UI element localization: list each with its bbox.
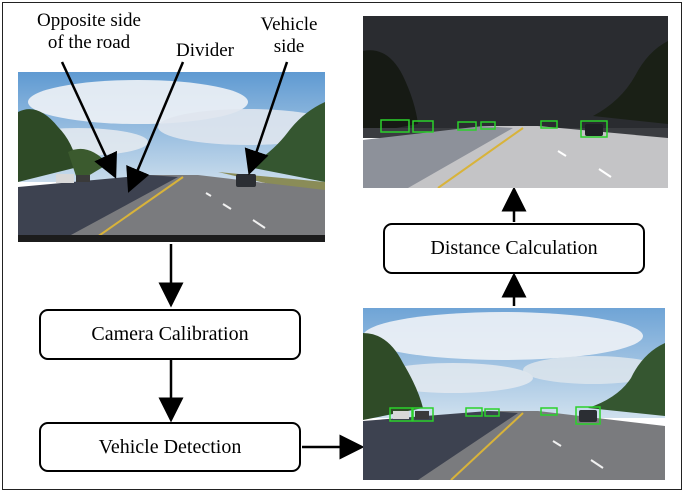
distance-calculation-box: Distance Calculation xyxy=(383,223,645,274)
arrow-vehicle-side xyxy=(244,61,289,176)
label-vehicle-side: Vehicle side xyxy=(244,14,334,58)
label-opposite-side-line1: Opposite side xyxy=(37,10,141,31)
road-photo-original xyxy=(18,72,325,242)
label-opposite-side: Opposite side of the road xyxy=(14,10,164,54)
road-photo-detection-scene xyxy=(363,308,665,480)
label-opposite-side-line2: of the road xyxy=(47,32,131,53)
road-photo-original-scene xyxy=(18,72,325,242)
label-vehicle-side-line1: Vehicle xyxy=(260,14,318,35)
label-vehicle-side-line2: side xyxy=(273,36,305,57)
camera-calibration-box: Camera Calibration xyxy=(39,309,301,360)
road-photo-detection xyxy=(363,308,665,480)
figure-frame xyxy=(2,2,682,490)
road-photo-distance xyxy=(363,16,668,188)
arrow-opposite-side xyxy=(60,61,117,179)
road-photo-distance-scene xyxy=(363,16,668,188)
label-divider: Divider xyxy=(175,40,235,61)
vehicle-detection-box: Vehicle Detection xyxy=(39,422,301,472)
arrow-divider xyxy=(126,61,185,193)
